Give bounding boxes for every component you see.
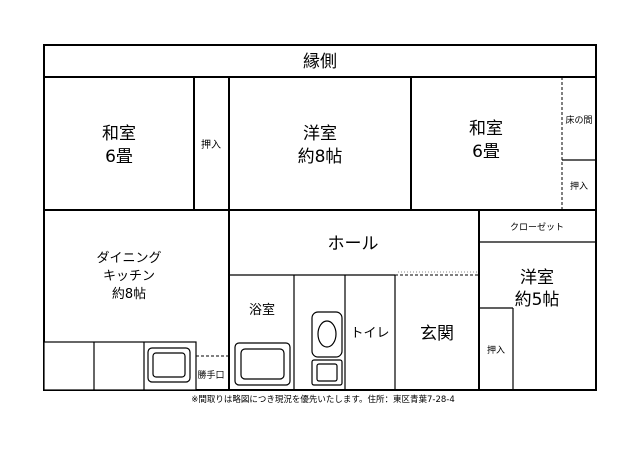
washitsu-left-label: 和室 [102,124,136,144]
outer-wall [43,44,597,391]
youshitsu-center-label: 洋室 [303,124,337,144]
bath-label: 浴室 [249,302,275,318]
dk-label-1: ダイニング [96,251,161,266]
back-door-label: 勝手口 [197,369,224,381]
closet-label: クローゼット [510,221,564,233]
washitsu-left-size: 6畳 [105,147,133,167]
tokonoma-label: 床の間 [565,114,592,126]
footer-note: ※間取りは略図につき現況を優先いたします。住所：東区青葉7-28-4 [191,394,455,405]
hall-label: ホール [328,234,379,254]
toilet-tank-inner [316,363,338,382]
kitchen-sink-basin [152,352,186,378]
washitsu-right-label: 和室 [469,119,503,139]
dk-label-2: キッチン [103,269,155,284]
oshiire-right-bottom-label: 押入 [487,344,505,356]
engawa-label: 縁側 [303,52,337,72]
toilet-label: トイレ [350,326,389,341]
youshitsu-right-size: 約5帖 [515,290,560,310]
washitsu-right-size: 6畳 [472,142,500,162]
oshiire-right-top-label: 押入 [570,180,588,192]
youshitsu-right-label: 洋室 [520,268,554,288]
toilet-bowl [317,320,337,348]
oshiire-left-label: 押入 [201,138,221,151]
entrance-label: 玄関 [420,324,454,344]
bathtub-inner [240,348,285,380]
youshitsu-center-size: 約8帖 [298,147,343,167]
dk-label-3: 約8帖 [112,287,146,302]
